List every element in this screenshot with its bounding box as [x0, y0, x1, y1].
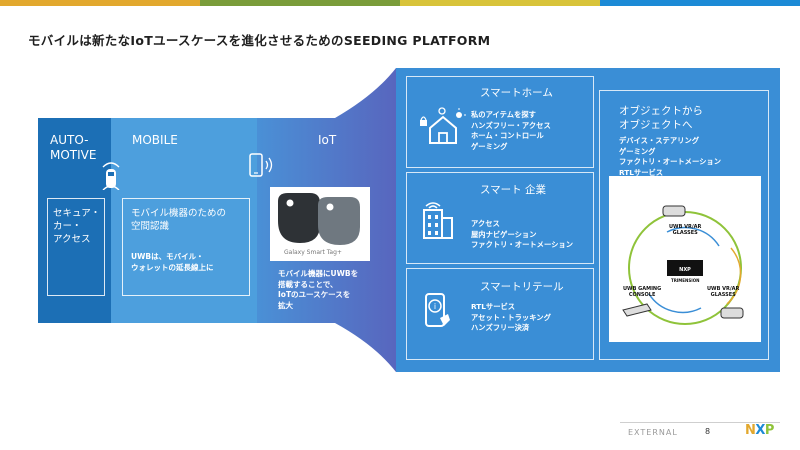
smart-enterprise-title: スマート 企業: [480, 184, 547, 196]
automotive-text: セキュア・ カー・ アクセス: [53, 208, 101, 245]
smart-retail-item: ハンズフリー決済: [471, 323, 530, 332]
smart-home-item: ハンズフリー・アクセス: [471, 120, 551, 130]
object-to-object-title: オブジェクトから オブジェクトへ: [619, 105, 703, 131]
page-number: 8: [705, 427, 711, 436]
nxp-logo: NXP: [745, 423, 774, 438]
diagram-left-label: UWB GAMING CONSOLE: [623, 286, 662, 298]
smart-enterprise-item: 屋内ナビゲーション: [471, 229, 537, 239]
diagram-right-label: UWB VR/AR GLASSES: [707, 286, 740, 298]
object-item: RTLサービス: [619, 167, 664, 177]
top-accent-bar: [0, 0, 800, 6]
smart-home-list: 私のアイテムを探す ハンズフリー・アクセス ホーム・コントロール ゲーミング: [471, 110, 551, 152]
footer-divider: [620, 422, 780, 423]
object-item: デバイス・ステアリング: [619, 136, 700, 145]
svg-text:NXP: NXP: [679, 267, 691, 273]
smart-home-item: ホーム・コントロール: [471, 131, 544, 140]
smart-retail-list: RTLサービス アセット・トラッキング ハンズフリー決済: [471, 302, 551, 334]
accent-segment-orange: [0, 0, 200, 6]
object-to-object-list: デバイス・ステアリング ゲーミング ファクトリ・オートメーション RTLサービス: [619, 136, 721, 178]
mobile-text-2: UWBは、モバイル・ ウォレットの延長線上に: [131, 252, 214, 272]
smartphone-icon: [249, 153, 273, 177]
uwb-diagram: NXP UWB VR/AR GLASSES TRIMENSION UWB GAM…: [609, 176, 761, 342]
footer-classification: EXTERNAL: [628, 428, 678, 437]
slide-title: モバイルは新たなIoTユースケースを進化させるためのSEEDING PLATFO…: [28, 33, 491, 48]
smart-tag-image: Galaxy Smart Tag+: [270, 187, 370, 261]
object-to-object-panel: [599, 90, 769, 360]
accent-segment-blue: [600, 0, 800, 6]
mobile-text-1: モバイル機器のための 空間認識: [131, 208, 227, 232]
smart-enterprise-item: アクセス: [471, 219, 500, 228]
smart-home-item: 私のアイテムを探す: [471, 110, 536, 119]
smart-home-item: ゲーミング: [471, 141, 508, 151]
mobile-payment-icon: i: [425, 293, 450, 327]
smart-tag-caption: Galaxy Smart Tag+: [284, 249, 342, 256]
object-item: ゲーミング: [619, 146, 656, 156]
diagram-top-label: UWB VR/AR GLASSES: [669, 224, 702, 236]
automotive-column-bg: [38, 118, 111, 323]
smart-retail-item: RTLサービス: [471, 302, 516, 311]
automotive-heading: AUTO- MOTIVE: [50, 133, 97, 162]
iot-heading: IoT: [318, 133, 337, 147]
smart-home-icon: [420, 107, 466, 144]
smart-enterprise-item: ファクトリ・オートメーション: [471, 240, 574, 249]
office-building-icon: [423, 202, 453, 239]
smart-tag-illustration: [278, 193, 360, 245]
mobile-heading: MOBILE: [132, 133, 178, 147]
smart-retail-panel: [406, 268, 594, 360]
accent-segment-yellow: [400, 0, 600, 6]
uwb-diagram-graphic: NXP: [622, 205, 744, 325]
smart-retail-title: スマートリテール: [480, 281, 564, 293]
smart-home-panel: [406, 76, 594, 168]
iot-text: モバイル機器にUWBを 搭載することで、 IoTのユースケースを 拡大: [278, 269, 359, 310]
smart-enterprise-panel: [406, 172, 594, 264]
automotive-box: [47, 198, 105, 296]
mobile-box: [122, 198, 250, 296]
svg-text:i: i: [434, 302, 436, 311]
accent-segment-green: [200, 0, 400, 6]
smart-enterprise-list: アクセス 屋内ナビゲーション ファクトリ・オートメーション: [471, 219, 573, 251]
mobile-column-bg: [111, 118, 257, 323]
diagram-chip-label: TRIMENSION: [671, 278, 700, 283]
smart-home-title: スマートホーム: [480, 87, 553, 99]
car-icon: [102, 162, 120, 190]
object-item: ファクトリ・オートメーション: [619, 157, 722, 166]
smart-retail-item: アセット・トラッキング: [471, 312, 551, 322]
